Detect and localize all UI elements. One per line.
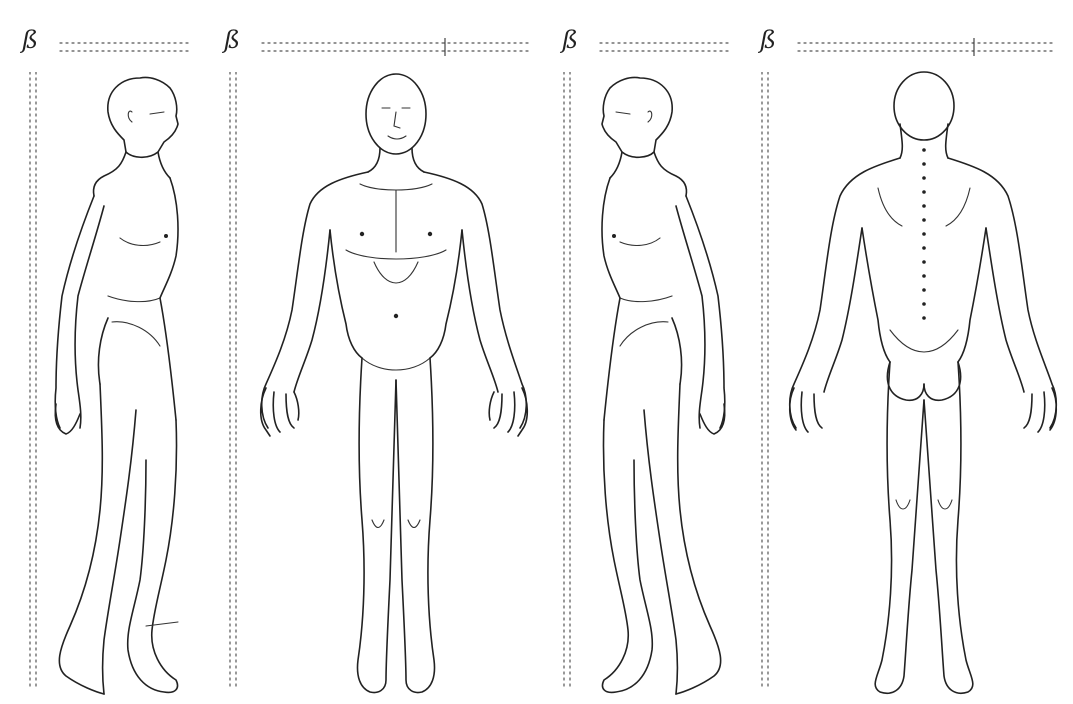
front-view-figure (210, 0, 540, 704)
back-view-panel: ß (750, 0, 1073, 704)
side-view-panel-1: ß (0, 0, 210, 704)
front-view-panel: ß (210, 0, 540, 704)
spine-markers (922, 148, 926, 320)
side-view-panel-2: ß (540, 0, 750, 704)
side-view-figure-1 (0, 0, 210, 704)
side-view-figure-2 (540, 0, 750, 704)
back-view-figure (750, 0, 1073, 704)
